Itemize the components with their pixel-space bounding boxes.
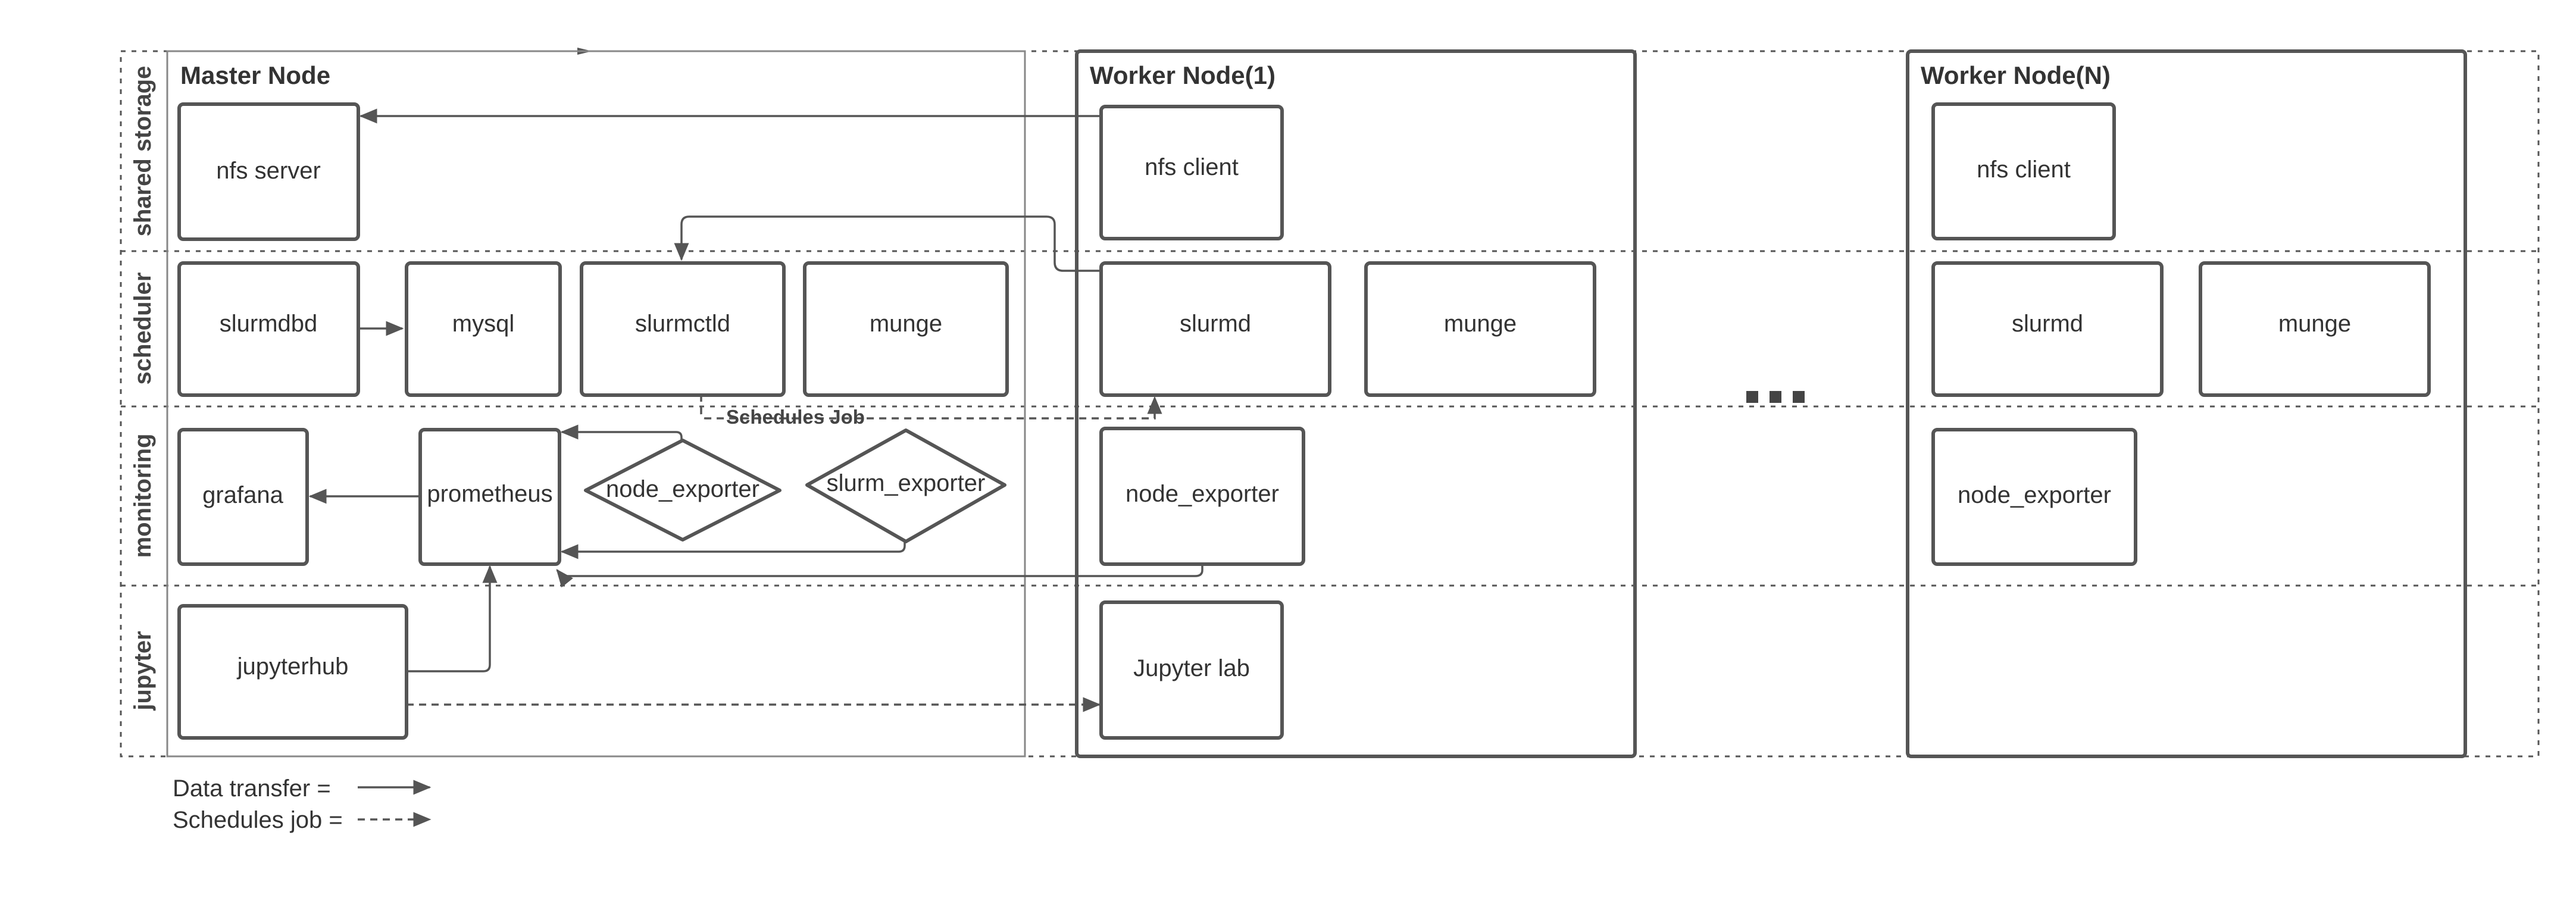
worker1-nfs-client-rect [1099,105,1284,240]
workerN-munge-label: munge [2278,311,2351,337]
edge-slurmctld-schedules-slurmd [700,395,1162,420]
worker1-munge-box: munge [1364,261,1596,397]
master-mysql-box: mysql [405,261,562,397]
worker1-jupyter-lab-label: Jupyter lab [1133,655,1250,681]
master-grafana-box: grafana [177,428,309,566]
master-prometheus-rect [418,428,561,566]
edge-slurm-exporter-to-prometheus [560,542,906,559]
worker1-slurmd-rect [1099,261,1331,397]
worker1-node-exporter-rect [1099,427,1305,566]
legend: Data transfer = Schedules job = [173,775,432,833]
master-slurmctld-box: slurmctld [580,261,786,397]
legend-data-transfer-label: Data transfer = [173,775,331,802]
master-nfs-server-rect [177,102,360,241]
master-slurmdbd-label: slurmdbd [220,311,318,337]
edge-worker1-node-exporter-to-prometheus [556,564,1203,588]
schedules-job-edge-label: Schedules Job [726,406,865,428]
workerN-nfs-client-label: nfs client [1977,157,2071,183]
ellipsis-dot-3 [1793,391,1805,403]
master-slurmdbd-box: slurmdbd [177,261,360,397]
master-node-exporter-diamond: node_exporter [584,439,781,542]
edge-jupyterhub-to-prometheus [407,565,498,672]
master-slurmdbd-rect [177,261,360,397]
workerN-nfs-client-rect [1931,102,2116,240]
master-node-title: Master Node [180,61,330,89]
swimlane-frame [120,48,2540,758]
ellipsis-dot-2 [1770,391,1781,403]
worker1-node-container: Worker Node(1) [1075,49,1637,758]
workerN-slurmd-rect [1931,261,2164,397]
workerN-nfs-client-box: nfs client [1931,102,2116,240]
master-slurm-exporter-label: slurm_exporter [827,470,986,496]
edges [308,108,1203,712]
worker1-nfs-client-label: nfs client [1145,154,1239,180]
master-slurm-exporter-diamond: slurm_exporter [805,428,1006,543]
workerN-node-border [1906,49,2467,758]
lane-label-jupyter: jupyter [130,631,156,711]
master-mysql-rect [405,261,562,397]
master-node-container: Master Node [166,50,1026,758]
edge-slurmd-to-slurmctld [674,215,1101,272]
workerN-node-exporter-rect [1931,428,2137,566]
workerN-munge-rect [2199,261,2431,397]
edge-master-node-exporter-to-prometheus [560,424,683,440]
worker1-node-exporter-label: node_exporter [1126,481,1279,507]
master-node-exporter-shape [584,439,781,542]
worker1-slurmd-label: slurmd [1180,311,1251,337]
lane-label-shared-storage: shared storage [130,66,156,237]
workerN-slurmd-label: slurmd [2012,311,2083,337]
master-munge-rect [803,261,1009,397]
master-grafana-label: grafana [202,482,283,508]
lane-labels: shared storage scheduler monitoring jupy… [130,66,156,711]
worker1-node-border [1075,49,1637,758]
worker1-node-title: Worker Node(1) [1090,61,1276,89]
master-slurm-exporter-shape [805,428,1006,543]
worker1-slurmd-box: slurmd [1099,261,1331,397]
workerN-node-exporter-box: node_exporter [1931,428,2137,566]
master-nfs-server-box: nfs server [177,102,360,241]
master-nfs-server-label: nfs server [216,158,321,184]
lane-label-monitoring: monitoring [130,434,156,558]
workerN-node-exporter-label: node_exporter [1958,482,2111,508]
swimlane-outer-border [120,50,2540,758]
master-prometheus-box: prometheus [418,428,561,566]
master-mysql-label: mysql [452,311,514,337]
master-prometheus-label: prometheus [427,481,552,507]
master-grafana-rect [177,428,309,566]
worker1-nfs-client-box: nfs client [1099,105,1284,240]
workerN-node-title: Worker Node(N) [1921,61,2111,89]
master-node-border [166,50,1026,758]
workerN-slurmd-box: slurmd [1931,261,2164,397]
worker1-munge-label: munge [1444,311,1517,337]
worker1-node-exporter-box: node_exporter [1099,427,1305,566]
master-munge-label: munge [870,311,942,337]
legend-schedules-job-label: Schedules job = [173,807,343,833]
worker1-munge-rect [1364,261,1596,397]
master-slurmctld-label: slurmctld [635,311,730,337]
ellipsis-dot-1 [1746,391,1758,403]
master-slurmctld-rect [580,261,786,397]
worker1-jupyter-lab-box: Jupyter lab [1099,600,1284,740]
more-workers-ellipsis [1746,391,1805,403]
master-munge-box: munge [803,261,1009,397]
master-jupyterhub-label: jupyterhub [237,653,349,680]
workerN-node-container: Worker Node(N) [1906,49,2467,758]
worker1-jupyter-lab-rect [1099,600,1284,740]
workerN-munge-box: munge [2199,261,2431,397]
lane-label-scheduler: scheduler [130,273,156,385]
master-jupyterhub-rect [177,604,408,740]
master-jupyterhub-box: jupyterhub [177,604,408,740]
master-node-exporter-label: node_exporter [606,476,759,502]
